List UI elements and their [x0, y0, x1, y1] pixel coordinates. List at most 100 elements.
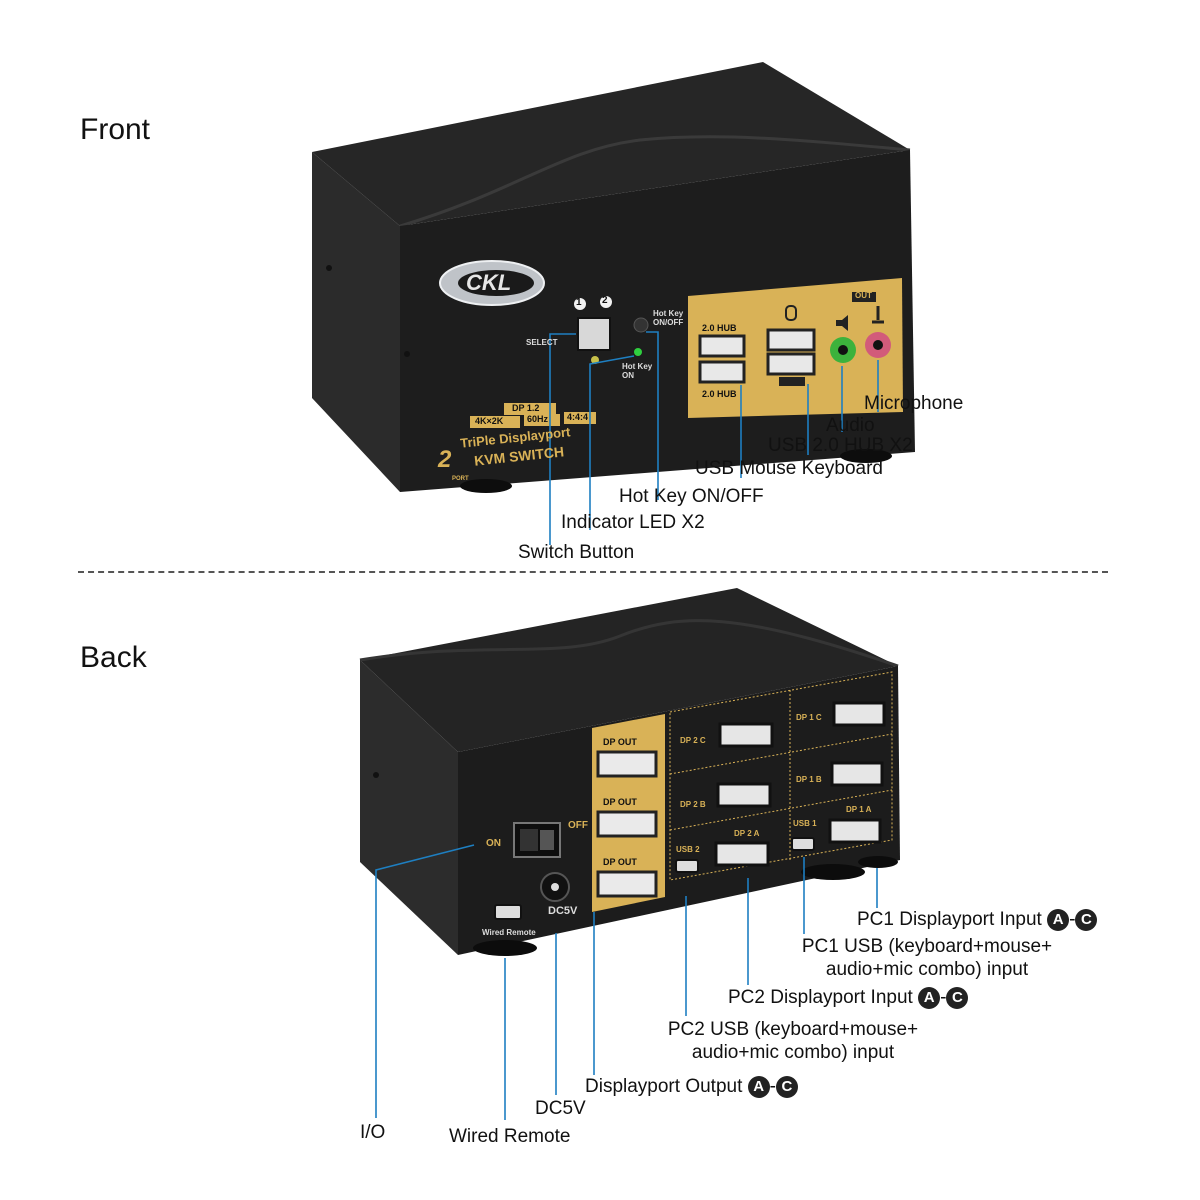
- range-c-icon: C: [775, 1075, 798, 1098]
- port-1-mark: [574, 298, 586, 310]
- callout-pc2-usb-line2: audio+mic combo) input: [691, 1042, 895, 1063]
- port-2-mark: [600, 296, 612, 308]
- badge-hz-text: 60Hz: [527, 414, 549, 424]
- usb1-label: USB 1: [793, 819, 817, 828]
- dp-out-b-label: DP OUT: [603, 797, 637, 807]
- front-foot-right: [840, 449, 892, 463]
- usb1-port: [791, 837, 815, 851]
- microphone-icon: [872, 306, 884, 324]
- range-sep: -: [940, 987, 947, 1008]
- on-label: ON: [486, 838, 501, 849]
- usb-port: [698, 360, 746, 384]
- ckl-logo-text: CKL: [466, 270, 512, 295]
- callout-hotkey: Hot Key ON/OFF: [619, 486, 764, 507]
- section-divider: [78, 571, 1108, 573]
- switch-button: [577, 317, 611, 351]
- callout-io: I/O: [360, 1122, 386, 1143]
- hotkey-on-label: Hot Key ON: [622, 362, 653, 380]
- range-sep: -: [769, 1076, 776, 1097]
- mouse-icon: [785, 305, 797, 321]
- wired-remote-label: Wired Remote: [482, 928, 536, 937]
- usb-port: [698, 334, 746, 358]
- dp1b-label: DP 1 B: [796, 775, 822, 784]
- range-a-icon: A: [918, 986, 941, 1009]
- callout-wired-remote: Wired Remote: [449, 1126, 571, 1147]
- badge-hz: [524, 414, 560, 426]
- callout-pc2-usb-line1: PC2 USB (keyboard+mouse+: [667, 1019, 919, 1040]
- callout-pc1-dp-text: PC1 Displayport Input: [857, 909, 1042, 930]
- leader-hotkey: [646, 331, 659, 500]
- out-label: OUT: [855, 291, 872, 300]
- callout-usb-mouse-keyboard: USB Mouse Keyboard: [695, 458, 883, 479]
- badge-port-word: PORT: [452, 476, 469, 482]
- range-a-icon: A: [1047, 908, 1070, 931]
- callout-pc1-usb: PC1 USB (keyboard+mouse+ audio+mic combo…: [797, 935, 1057, 981]
- front-device: [312, 62, 915, 545]
- front-device-side: [312, 152, 400, 492]
- front-heading: Front: [80, 113, 151, 146]
- dp2b-label: DP 2 B: [680, 800, 706, 809]
- callout-dp-output-text: Displayport Output: [585, 1076, 743, 1097]
- usb2-label: USB 2: [676, 845, 700, 854]
- callout-pc2-dp-text: PC2 Displayport Input: [728, 987, 913, 1008]
- callout-dc5v: DC5V: [535, 1098, 586, 1119]
- usb-port: [766, 352, 816, 376]
- dp1-a-port: [828, 818, 882, 844]
- callout-audio: Audio: [826, 415, 875, 436]
- port-2-label: 2: [602, 295, 608, 306]
- usb-port: [766, 328, 816, 352]
- back-heading: Back: [80, 641, 147, 674]
- dp1c-label: DP 1 C: [796, 713, 822, 722]
- callout-pc2-usb: PC2 USB (keyboard+mouse+ audio+mic combo…: [662, 1018, 924, 1064]
- back-device-side: [360, 660, 458, 955]
- wired-remote-port: [494, 904, 522, 920]
- speaker-icon: [836, 315, 848, 331]
- dp-out-c-label: DP OUT: [603, 737, 637, 747]
- leader-io: [375, 844, 475, 1118]
- back-device-top: [360, 588, 898, 752]
- callout-dp-output: Displayport Output A-C: [585, 1075, 798, 1098]
- port-1-label: 1: [576, 297, 582, 308]
- badge-res: [470, 416, 520, 428]
- dp-out-b-port: [596, 810, 658, 838]
- dp-out-a-port: [596, 870, 658, 898]
- badge-dp: [504, 403, 556, 415]
- callout-usb-hub: USB 2.0 HUB X2: [768, 435, 913, 456]
- hotkey-button: [633, 317, 649, 333]
- back-device-face: [458, 666, 900, 955]
- dp1-c-port: [832, 701, 886, 727]
- dp2a-label: DP 2 A: [734, 829, 760, 838]
- dp2-a-port: [714, 841, 770, 867]
- front-device-top-groove: [399, 135, 911, 228]
- dp2-c-port: [718, 722, 774, 748]
- dp1-b-port: [830, 761, 884, 787]
- range-sep: -: [1069, 909, 1076, 930]
- dp2-b-port: [716, 782, 772, 808]
- leader-switch: [549, 333, 576, 545]
- usb2-port: [675, 859, 699, 873]
- callout-pc1-usb-line2: audio+mic combo) input: [825, 959, 1029, 980]
- callout-indicator: Indicator LED X2: [561, 512, 705, 533]
- dp2c-label: DP 2 C: [680, 736, 706, 745]
- off-label: OFF: [568, 820, 588, 831]
- hub-top-label: 2.0 HUB: [702, 323, 737, 333]
- power-switch: [513, 822, 561, 858]
- dc5v-jack: [540, 872, 570, 902]
- hub-bottom-label: 2.0 HUB: [702, 389, 737, 399]
- keyboard-icon: [779, 377, 805, 386]
- dp1a-label: DP 1 A: [846, 805, 872, 814]
- dc5v-label: DC5V: [548, 905, 578, 917]
- badge-ports: 2: [438, 446, 452, 473]
- badge-chroma: [564, 412, 596, 424]
- badge-dp-text: DP 1.2: [512, 403, 540, 413]
- badge-res-text: 4K×2K: [475, 416, 504, 426]
- callout-microphone: Microphone: [864, 393, 964, 414]
- badge-chroma-text: 4:4:4: [567, 412, 589, 422]
- leader-indicator: [589, 355, 635, 530]
- range-c-icon: C: [1075, 908, 1098, 931]
- callout-pc1-usb-line1: PC1 USB (keyboard+mouse+: [801, 936, 1053, 957]
- dp-out-a-label: DP OUT: [603, 857, 637, 867]
- select-label: SELECT: [526, 338, 558, 347]
- front-foot-left: [460, 479, 512, 493]
- hotkey-onoff-label: Hot Key ON/OFF: [653, 309, 684, 327]
